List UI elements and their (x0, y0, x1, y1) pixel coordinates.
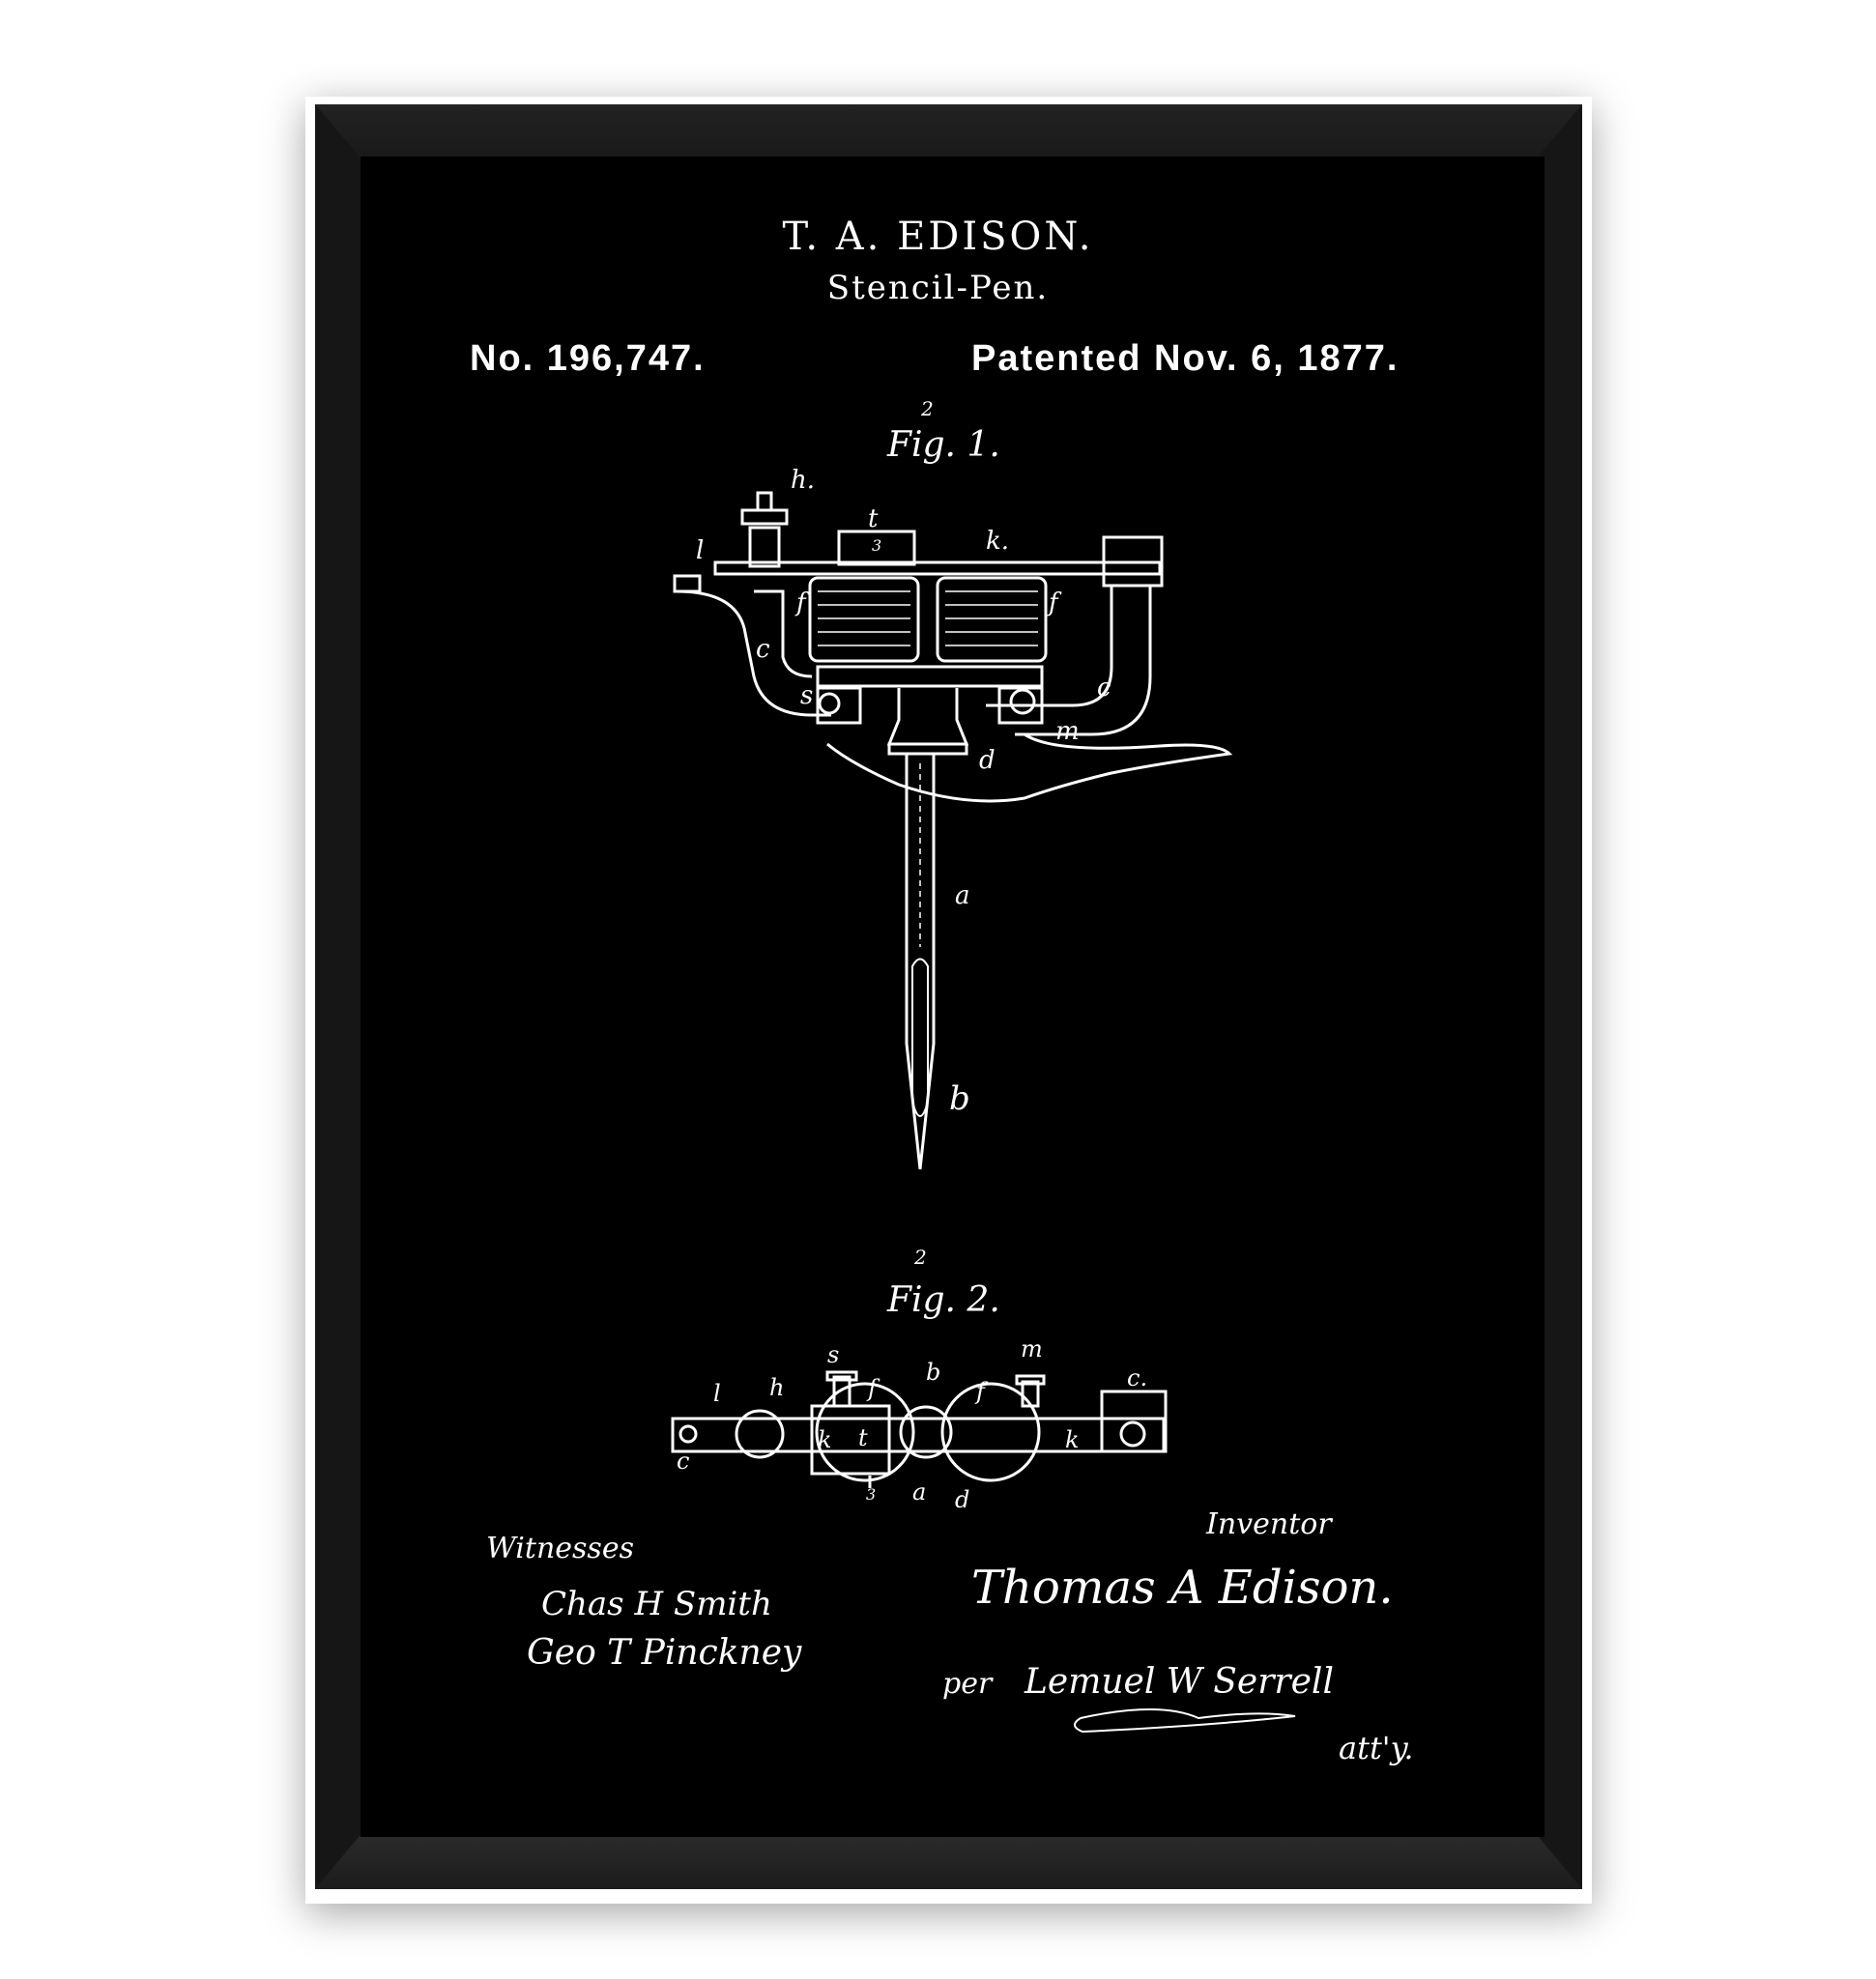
svg-text:3: 3 (866, 1485, 876, 1504)
svg-text:m: m (1021, 1335, 1043, 1362)
patent-inventor-heading: T. A. EDISON. (782, 215, 1094, 259)
svg-text:m: m (1055, 717, 1080, 746)
svg-text:l: l (696, 536, 704, 565)
svg-text:s: s (827, 1341, 839, 1368)
signature-flourish (1074, 1708, 1296, 1734)
svg-text:t: t (868, 504, 879, 533)
svg-text:c: c (677, 1448, 689, 1475)
fig2-label: Fig. 2. (887, 1280, 1000, 1320)
svg-text:f: f (866, 1375, 880, 1402)
patent-date: Patented Nov. 6, 1877. (971, 338, 1400, 379)
svg-text:k.: k. (986, 527, 1009, 556)
svg-text:f: f (974, 1378, 989, 1405)
witnesses-label: Witnesses (486, 1532, 634, 1565)
patent-number: No. 196,747. (470, 338, 706, 379)
witness-1-signature: Chas H Smith (541, 1585, 772, 1623)
per-label: per (942, 1667, 993, 1701)
frame-bevel-top (315, 104, 1582, 157)
patent-title: Stencil-Pen. (826, 269, 1050, 307)
fig1-reference-letters: 2 h. l t 3 k. f f c c s m d a b (696, 397, 1111, 1118)
svg-text:3: 3 (872, 536, 881, 555)
svg-text:d: d (955, 1486, 969, 1513)
fig1-label: Fig. 1. (887, 425, 1000, 465)
svg-text:f: f (794, 588, 810, 617)
svg-text:2: 2 (913, 1246, 927, 1269)
svg-text:k: k (1065, 1426, 1080, 1453)
svg-text:2: 2 (920, 397, 934, 420)
svg-text:l: l (713, 1380, 721, 1407)
fig1-stencil-pen-drawing (673, 491, 1233, 1170)
fig2-top-view-drawing (671, 1370, 1168, 1488)
svg-text:k: k (818, 1426, 832, 1453)
svg-text:b: b (926, 1359, 940, 1386)
svg-text:f: f (1047, 588, 1062, 617)
patent-print (361, 157, 1544, 1837)
svg-text:h.: h. (791, 466, 815, 495)
svg-text:s: s (800, 681, 813, 710)
svg-text:b: b (949, 1079, 970, 1118)
inventor-label: Inventor (1206, 1507, 1332, 1541)
svg-text:c: c (1097, 674, 1111, 703)
svg-text:h: h (769, 1374, 784, 1401)
frame-bevel-bottom (315, 1836, 1582, 1889)
attorney-label: att'y. (1339, 1730, 1414, 1766)
svg-text:t: t (858, 1424, 868, 1451)
svg-text:d: d (979, 746, 996, 775)
attorney-signature: Lemuel W Serrell (1025, 1662, 1334, 1702)
svg-text:a: a (912, 1478, 926, 1506)
inventor-signature: Thomas A Edison. (971, 1561, 1394, 1615)
svg-text:c: c (756, 635, 770, 664)
svg-text:c.: c. (1127, 1364, 1147, 1391)
svg-text:a: a (955, 881, 970, 910)
witness-2-signature: Geo T Pinckney (527, 1633, 802, 1673)
